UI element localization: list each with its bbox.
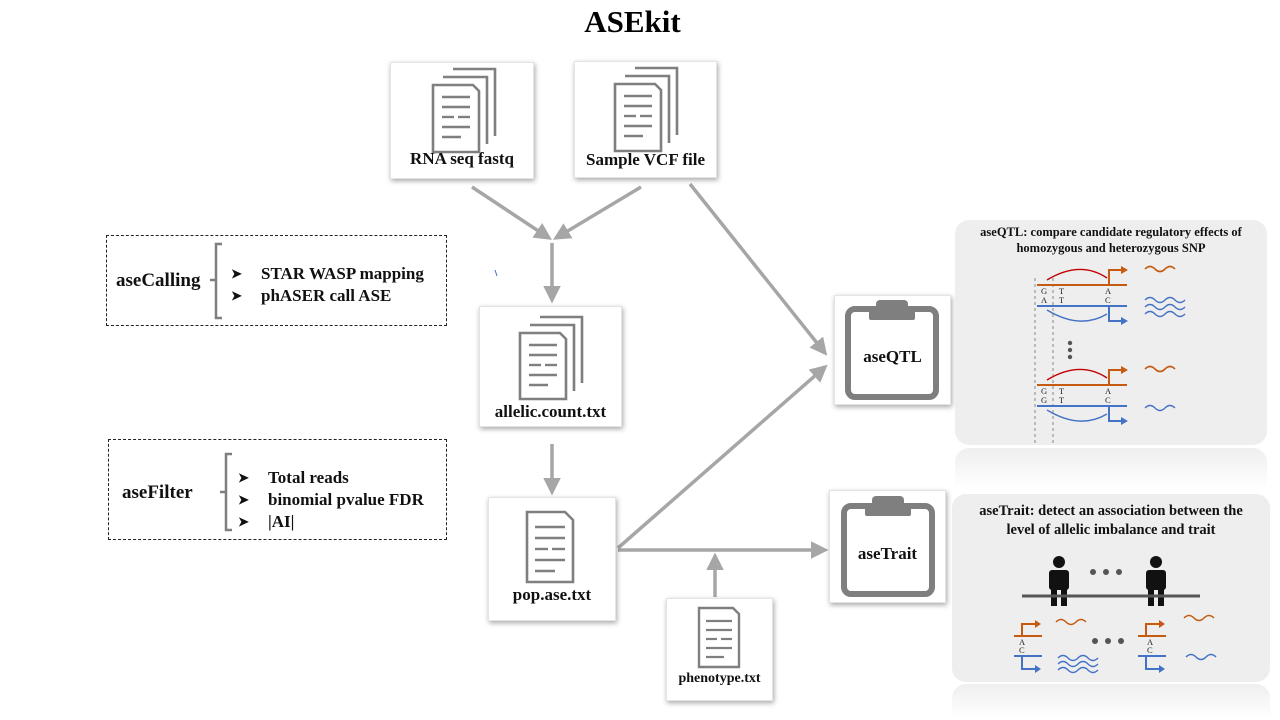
arrowhead-bullet-icon: ➤ <box>238 470 249 485</box>
asecalling-title: aseCalling <box>116 270 201 291</box>
phenotype-label: phenotype.txt <box>678 671 761 686</box>
svg-text:C: C <box>1019 645 1025 655</box>
asefilter-box: aseFilter ➤Total reads ➤binomial pvalue … <box>108 439 447 540</box>
list-item: ➤STAR WASP mapping <box>231 264 424 283</box>
pop-ase-label: pop.ase.txt <box>512 585 592 604</box>
diagram-title: ASEkit <box>584 4 681 39</box>
aseqtl-panel: aseQTL: compare candidate regulatory eff… <box>955 220 1267 445</box>
asetrait-panel-reflection <box>952 684 1270 718</box>
asetrait-label: aseTrait <box>857 544 918 563</box>
list-item: ➤phASER call ASE <box>231 286 392 305</box>
arrowhead-bullet-icon: ➤ <box>231 288 242 303</box>
arrowhead-bullet-icon: ➤ <box>238 492 249 507</box>
stacked-documents-icon <box>431 67 497 154</box>
arrow-vcf-to-aseqtl <box>688 182 828 356</box>
asetrait-panel: aseTrait: detect an association between … <box>952 494 1270 682</box>
svg-text:A: A <box>1105 386 1112 396</box>
asetrait-schematic: A C A C <box>1014 556 1217 674</box>
aseqtl-panel-title: aseQTL: compare candidate regulatory eff… <box>980 225 1242 255</box>
allelic-count-card: allelic.count.txt <box>479 306 622 427</box>
svg-text:C: C <box>1105 295 1111 305</box>
svg-text:T: T <box>1059 395 1065 405</box>
list-item: ➤Total reads <box>238 468 349 487</box>
document-icon <box>525 510 575 584</box>
svg-text:C: C <box>1147 645 1153 655</box>
asefilter-list: ➤Total reads ➤binomial pvalue FDR ➤|AI| <box>238 467 424 533</box>
asecalling-list: ➤STAR WASP mapping ➤phASER call ASE <box>231 263 424 307</box>
list-item: ➤|AI| <box>238 512 295 531</box>
asecalling-box: aseCalling ➤STAR WASP mapping ➤phASER ca… <box>106 235 447 326</box>
vcf-label: Sample VCF file <box>586 150 705 169</box>
arrowhead-bullet-icon: ➤ <box>238 514 249 529</box>
allelic-count-label: allelic.count.txt <box>494 402 607 421</box>
svg-text:G: G <box>1041 286 1047 296</box>
svg-text:T: T <box>1059 295 1065 305</box>
stacked-documents-icon <box>518 315 584 401</box>
svg-text:A: A <box>1041 295 1048 305</box>
phenotype-card: phenotype.txt <box>666 598 773 701</box>
person-icon <box>1049 556 1069 606</box>
stacked-documents-icon <box>613 66 679 153</box>
list-item: ➤binomial pvalue FDR <box>238 490 424 509</box>
aseqtl-label: aseQTL <box>863 347 922 366</box>
svg-text:T: T <box>1059 386 1065 396</box>
asefilter-title: aseFilter <box>122 482 193 503</box>
arrow-vcf-to-merge <box>552 185 642 240</box>
document-icon <box>697 606 741 669</box>
aseqtl-schematic: G T A A T C G T A G T C <box>1034 265 1186 445</box>
arrowhead-bullet-icon: ➤ <box>231 266 242 281</box>
svg-text:A: A <box>1019 637 1026 647</box>
arrow-fastq-to-merge <box>471 185 552 240</box>
asetrait-panel-title: aseTrait: detect an association between … <box>979 503 1243 538</box>
person-icon <box>1146 556 1166 606</box>
pop-ase-card: pop.ase.txt <box>488 497 616 621</box>
asetrait-card: aseTrait <box>829 490 946 603</box>
brace-icon <box>220 452 232 532</box>
aseqtl-card: aseQTL <box>834 295 951 405</box>
svg-text:A: A <box>1105 286 1112 296</box>
vcf-card: Sample VCF file <box>574 61 717 178</box>
clipboard-icon <box>845 300 939 400</box>
fastq-card: RNA seq fastq <box>390 62 534 179</box>
brace-icon <box>210 242 222 320</box>
svg-text:G: G <box>1041 386 1047 396</box>
svg-text:C: C <box>1105 395 1111 405</box>
fastq-label: RNA seq fastq <box>410 149 514 168</box>
arrow-popase-to-aseqtl <box>616 364 828 550</box>
svg-text:A: A <box>1147 637 1154 647</box>
aseqtl-panel-reflection <box>955 448 1267 490</box>
clipboard-icon <box>841 496 935 597</box>
svg-text:T: T <box>1059 286 1065 296</box>
svg-text:G: G <box>1041 395 1047 405</box>
